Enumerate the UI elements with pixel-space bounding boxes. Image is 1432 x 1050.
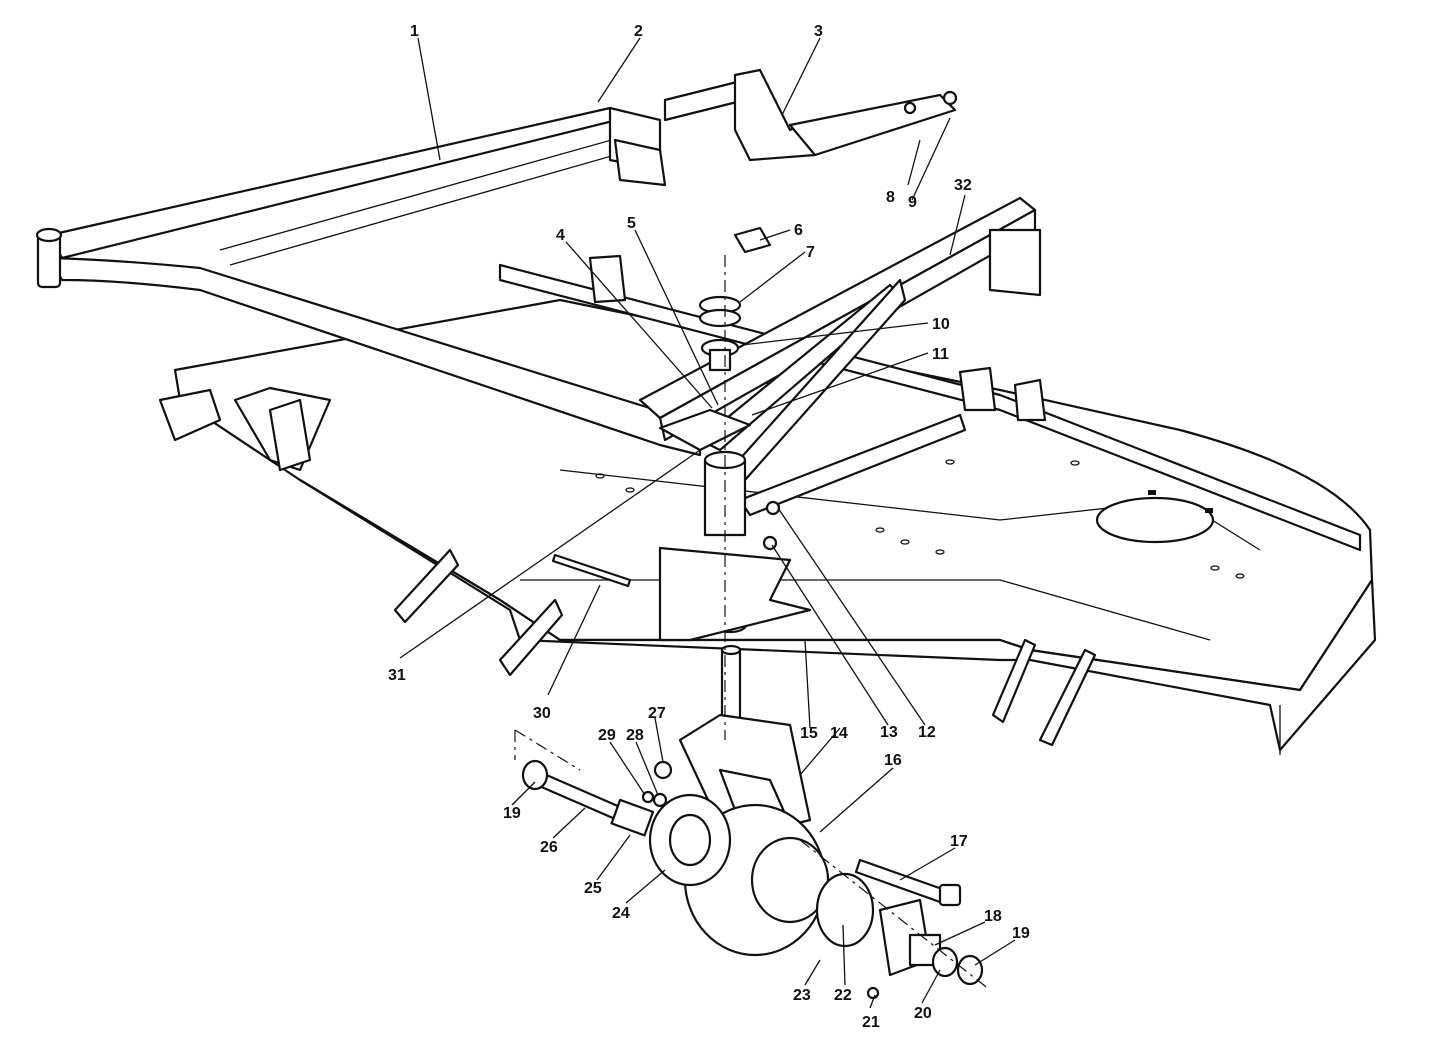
part-3-bracket — [663, 68, 958, 162]
spindle-assembly — [551, 226, 812, 742]
callout-32: 32 — [954, 177, 972, 194]
callout-14: 14 — [830, 725, 848, 742]
callout-10: 10 — [932, 316, 950, 333]
callout-31: 31 — [388, 667, 406, 684]
callout-22: 22 — [834, 987, 852, 1004]
centerlines — [514, 255, 991, 991]
callout-19-right: 19 — [1012, 925, 1030, 942]
callout-16: 16 — [884, 752, 902, 769]
callout-labels: 1 2 3 4 5 6 7 8 9 10 11 12 13 14 15 16 1… — [388, 23, 1030, 1031]
callout-5: 5 — [627, 215, 636, 232]
callout-1: 1 — [410, 23, 419, 40]
callout-6: 6 — [794, 222, 803, 239]
callout-24: 24 — [612, 905, 630, 922]
callout-15: 15 — [800, 725, 818, 742]
callout-23: 23 — [793, 987, 811, 1004]
callout-27: 27 — [648, 705, 666, 722]
callout-4: 4 — [556, 227, 565, 244]
callout-9: 9 — [908, 194, 917, 211]
callout-19-left: 19 — [503, 805, 521, 822]
callout-17: 17 — [950, 833, 968, 850]
leader-lines — [399, 37, 1016, 1009]
callout-20: 20 — [914, 1005, 932, 1022]
callout-26: 26 — [540, 839, 558, 856]
callout-12: 12 — [918, 724, 936, 741]
callout-30: 30 — [533, 705, 551, 722]
callout-29: 29 — [598, 727, 616, 744]
callout-3: 3 — [814, 23, 823, 40]
callout-25: 25 — [584, 880, 602, 897]
callout-11: 11 — [932, 346, 949, 363]
callout-8: 8 — [886, 189, 895, 206]
callout-18: 18 — [984, 908, 1002, 925]
callout-7: 7 — [806, 244, 815, 261]
callout-28: 28 — [626, 727, 644, 744]
callout-2: 2 — [634, 23, 643, 40]
callout-13: 13 — [880, 724, 898, 741]
caster-wheel-assembly — [521, 713, 984, 1000]
callout-21: 21 — [862, 1014, 880, 1031]
main-frame — [35, 106, 1042, 517]
